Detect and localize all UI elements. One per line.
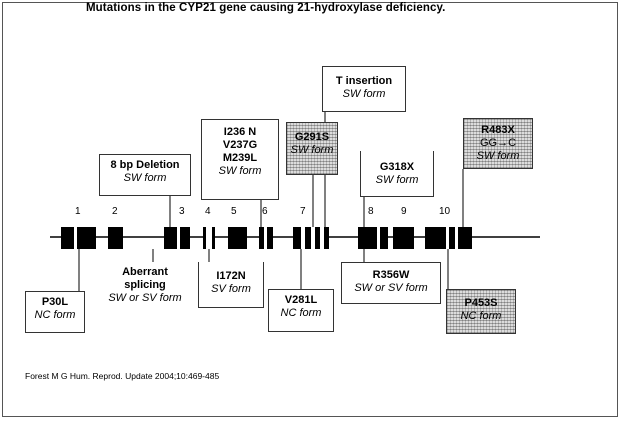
form-label: SW form (218, 165, 262, 177)
mutation-box-g318x: G318X SW form (360, 151, 434, 197)
mutation-label: R483X (481, 124, 515, 136)
mutation-box-r483x: R483X GG→C SW form (463, 118, 533, 169)
mutation-label: Aberrant (122, 266, 168, 278)
mutation-label: V237G (222, 139, 258, 151)
exon-2 (108, 227, 123, 249)
mutation-label: I172N (216, 270, 246, 282)
form-label: SW form (290, 144, 334, 156)
exon-number-9: 9 (401, 206, 407, 217)
mutation-box-i236n-v237g-m239l: I236 N V237G M239L SW form (201, 119, 279, 200)
exon-6 (259, 227, 273, 249)
exon-5 (228, 227, 247, 249)
mutation-label: splicing (124, 279, 166, 291)
mutation-label: P30L (41, 296, 69, 308)
exon-number-8: 8 (368, 206, 374, 217)
mutation-label: T insertion (335, 75, 393, 87)
mutation-detail: GG→C (479, 137, 517, 149)
mutation-box-p453s: P453S NC form (446, 289, 516, 334)
exon-3 (164, 227, 190, 249)
exon-9 (393, 227, 414, 249)
mutation-box-p30l: P30L NC form (25, 291, 85, 333)
mutation-label: R356W (372, 269, 410, 281)
form-label: SW form (123, 172, 167, 184)
exon-number-2: 2 (112, 206, 118, 217)
exon-number-10: 10 (439, 206, 451, 217)
exon-1 (61, 227, 96, 249)
exon-number-3: 3 (179, 206, 185, 217)
form-label: NC form (280, 307, 322, 319)
mutation-box-8bp-deletion: 8 bp Deletion SW form (99, 154, 191, 196)
mutation-label: G318X (379, 161, 415, 173)
form-label: SV form (211, 283, 251, 295)
form-label: NC form (460, 310, 502, 322)
figure-title: Mutations in the CYP21 gene causing 21-h… (86, 2, 446, 14)
mutation-box-r356w: R356W SW or SV form (341, 262, 441, 304)
mutation-box-aberrant-splicing: Aberrant splicing SW or SV form (96, 262, 194, 314)
form-label: SW form (342, 88, 386, 100)
exon-7 (293, 227, 329, 249)
mutation-box-t-insertion: T insertion SW form (322, 66, 406, 112)
figure-frame (2, 2, 618, 417)
exon-8 (358, 227, 388, 249)
form-label: SW or SV form (354, 282, 428, 294)
citation: Forest M G Hum. Reprod. Update 2004;10:4… (25, 371, 220, 381)
mutation-label: I236 N (223, 126, 257, 138)
exon-number-4: 4 (205, 206, 211, 217)
mutation-label: P453S (464, 297, 498, 309)
mutation-box-v281l: V281L NC form (268, 289, 334, 332)
exon-10 (425, 227, 472, 249)
form-label: SW or SV form (108, 292, 182, 304)
mutation-label: V281L (284, 294, 318, 306)
exon-number-1: 1 (75, 206, 81, 217)
mutation-box-g291s: G291S SW form (286, 122, 338, 175)
exon-number-6: 6 (262, 206, 268, 217)
mutation-label: M239L (222, 152, 258, 164)
exon-number-5: 5 (231, 206, 237, 217)
form-label: SW form (375, 174, 419, 186)
exon-number-7: 7 (300, 206, 306, 217)
mutation-label: 8 bp Deletion (110, 159, 180, 171)
form-label: SW form (476, 150, 520, 162)
connector-lines (78, 112, 464, 291)
exon-4 (203, 227, 215, 249)
form-label: NC form (34, 309, 76, 321)
mutation-label: G291S (294, 131, 330, 143)
mutation-box-i172n: I172N SV form (198, 262, 264, 308)
